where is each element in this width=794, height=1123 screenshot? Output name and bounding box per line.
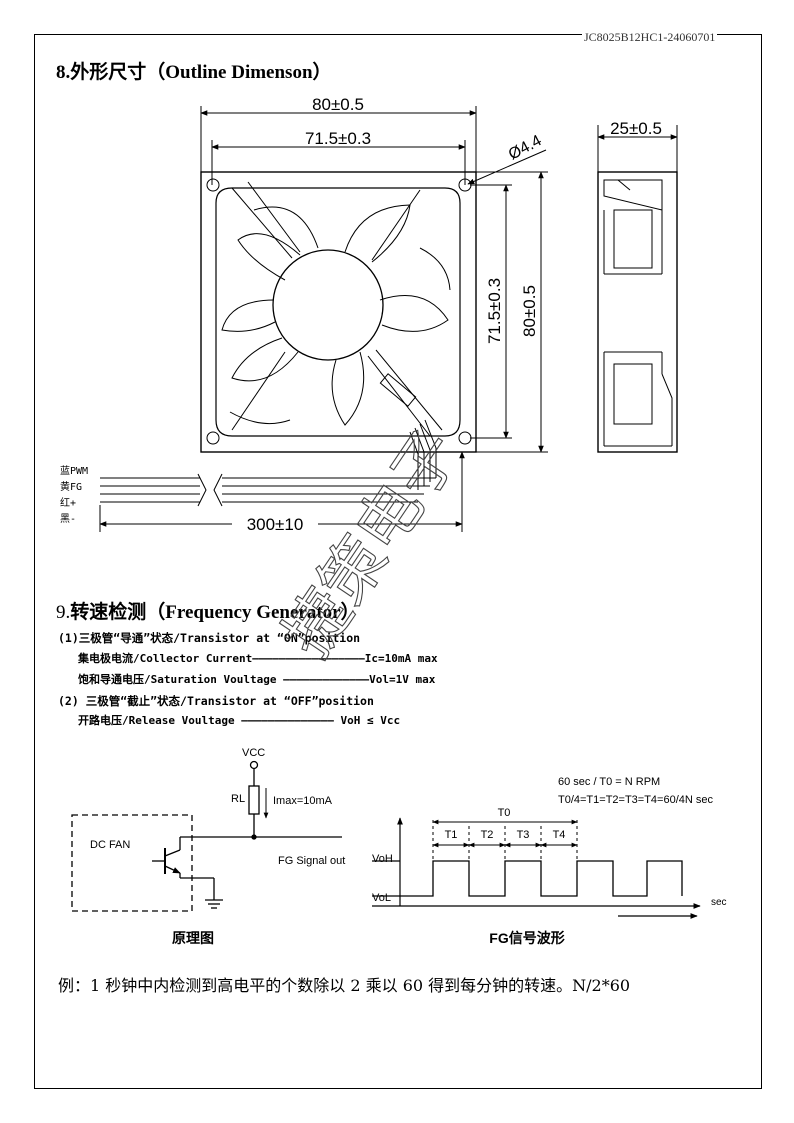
waveform-formula-period: T0/4=T1=T2=T3=T4=60/4N sec	[558, 794, 714, 806]
label-dc-fan: DC FAN	[90, 839, 130, 851]
spec-line-saturation-voltage: 饱和导通电压/Saturation Voultage —————————————…	[78, 673, 436, 686]
dim-overall-height: 80±0.5	[520, 285, 539, 337]
section9-title: 9.转速检测（Frequency Generator）	[56, 597, 360, 624]
label-imax: Imax=10mA	[273, 795, 333, 807]
dim-overall-width: 80±0.5	[312, 95, 364, 114]
label-t1: T1	[445, 829, 458, 841]
dim-hole-pitch-width: 71.5±0.3	[305, 129, 371, 148]
section9-title-text: 转速检测（Frequency Generator）	[70, 602, 360, 623]
label-sec: sec	[711, 897, 727, 908]
caption-waveform: FG信号波形	[489, 930, 564, 946]
caption-schematic: 原理图	[172, 930, 214, 946]
label-rl: RL	[231, 793, 245, 805]
label-vol: VoL	[372, 892, 391, 904]
wire-label-pwm: 蓝PWM	[60, 465, 88, 477]
label-t0: T0	[498, 807, 511, 819]
label-t4: T4	[553, 829, 566, 841]
waveform-formula-rpm: 60 sec / T0 = N RPM	[558, 776, 660, 788]
section8-title: 8.外形尺寸（Outline Dimenson）	[56, 62, 332, 83]
document-id: JC8025B12HC1-24060701	[582, 30, 718, 44]
spec-line-collector-current: 集电极电流/Collector Current—————————————————…	[78, 652, 438, 665]
label-vcc: VCC	[242, 747, 265, 759]
label-fg-signal-out: FG Signal out	[278, 855, 345, 867]
dim-hole-pitch-height: 71.5±0.3	[485, 278, 504, 344]
wire-label-fg: 黄FG	[60, 480, 82, 493]
wire-label-positive: 红+	[60, 496, 76, 509]
outline-drawing: 80±0.5 71.5±0.3 Ø4.4 25±0.5 71.5±0.3 80±…	[60, 95, 678, 534]
wire-label-negative: 黑-	[60, 513, 76, 525]
rpm-calculation-note: 例：1 秒钟中内检测到高电平的个数除以 2 乘以 60 得到每分钟的转速。N/2…	[58, 976, 631, 995]
dim-lead-length: 300±10	[247, 515, 304, 534]
spec-line-on-state: (1)三极管“导通”状态/Transistor at “ON”position	[58, 631, 361, 645]
spec-line-off-state: (2) 三极管“截止”状态/Transistor at “OFF”positio…	[58, 694, 374, 708]
section9-number: 9.	[56, 602, 71, 623]
label-t2: T2	[481, 829, 494, 841]
fg-waveform: 60 sec / T0 = N RPM T0/4=T1=T2=T3=T4=60/…	[372, 776, 727, 946]
label-t3: T3	[517, 829, 530, 841]
page-frame	[34, 34, 762, 1089]
circuit-schematic: VCC RL Imax=10mA DC FAN FG Signal out 原理…	[71, 747, 345, 946]
spec-line-release-voltage: 开路电压/Release Voultage —————————————— VoH…	[78, 714, 401, 727]
dim-thickness: 25±0.5	[610, 119, 662, 138]
label-voh: VoH	[372, 853, 393, 865]
